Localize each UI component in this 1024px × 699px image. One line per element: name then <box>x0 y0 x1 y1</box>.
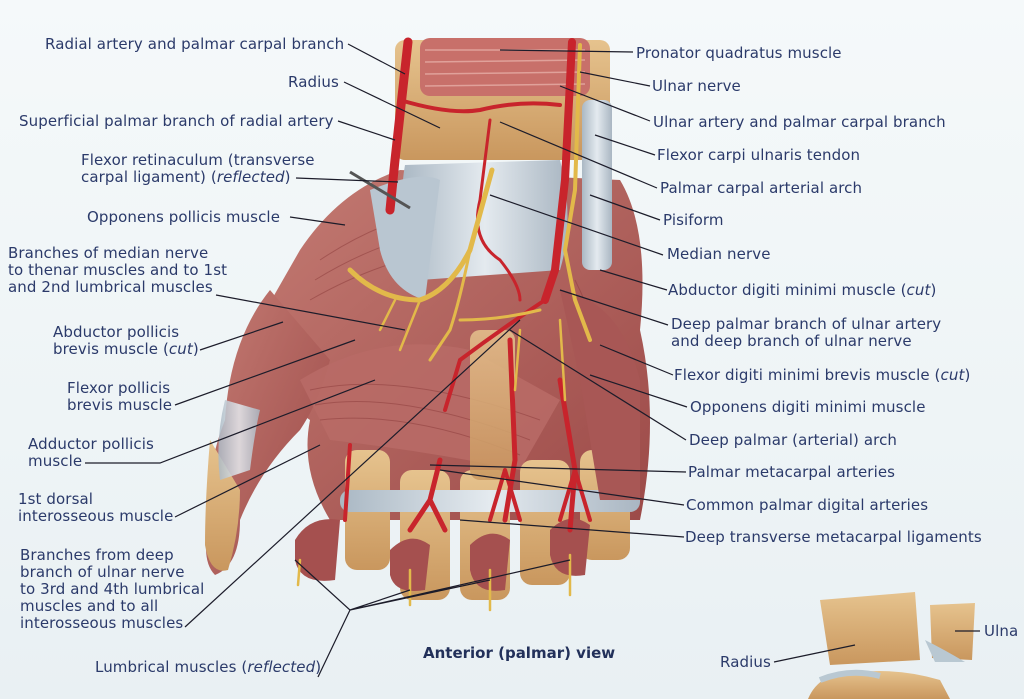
label-superficial-palmar-branch: Superficial palmar branch of radial arte… <box>19 112 334 130</box>
label-inset-radius: Radius <box>720 653 771 671</box>
label-opponens-pollicis: Opponens pollicis muscle <box>87 208 281 226</box>
label-palmar-metacarpal-arteries: Palmar metacarpal arteries <box>688 463 896 481</box>
label-flexor-digiti-minimi-brevis: Flexor digiti minimi brevis muscle (cut) <box>674 366 971 384</box>
leader-lines-right <box>429 49 688 538</box>
label-opponens-digiti-minimi: Opponens digiti minimi muscle <box>690 398 926 416</box>
deep-transverse-metacarpal-ligament <box>340 490 640 512</box>
label-flexor-pollicis-brevis: Flexor pollicis brevis muscle <box>67 379 173 414</box>
label-deep-transverse-metacarpal: Deep transverse metacarpal ligaments <box>685 528 982 546</box>
label-lumbrical-muscles: Lumbrical muscles (reflected) <box>95 658 322 676</box>
label-first-dorsal-interosseous: 1st dorsal interosseous muscle <box>18 490 174 525</box>
label-abductor-digiti-minimi: Abductor digiti minimi muscle (cut) <box>668 281 937 299</box>
label-palmar-carpal-arch: Palmar carpal arterial arch <box>660 179 863 197</box>
label-median-nerve: Median nerve <box>667 245 771 263</box>
inset-wrist-bones <box>773 592 980 699</box>
label-deep-palmar-arch: Deep palmar (arterial) arch <box>689 431 898 449</box>
figure-caption: Anterior (palmar) view <box>423 644 616 662</box>
flexor-retinaculum <box>370 100 612 300</box>
arteries <box>343 37 592 533</box>
retractor-probe <box>349 170 411 210</box>
label-pisiform: Pisiform <box>663 211 724 229</box>
label-abductor-pollicis-brevis: Abductor pollicis brevis muscle (cut) <box>53 323 199 358</box>
label-ulnar-nerve: Ulnar nerve <box>652 77 741 95</box>
label-flexor-carpi-ulnaris: Flexor carpi ulnaris tendon <box>657 146 861 164</box>
nerves <box>296 43 592 612</box>
label-flexor-retinaculum: Flexor retinaculum (transverse carpal li… <box>81 151 315 186</box>
label-common-palmar-digital: Common palmar digital arteries <box>686 496 929 514</box>
forearm <box>395 38 610 160</box>
label-median-nerve-branches: Branches of median nerve to thenar muscl… <box>8 244 228 296</box>
label-adductor-pollicis: Adductor pollicis muscle <box>28 435 154 470</box>
label-pronator-quadratus: Pronator quadratus muscle <box>636 44 842 62</box>
lumbrical-muscles <box>295 518 590 591</box>
label-radius: Radius <box>288 73 339 91</box>
label-ulnar-artery: Ulnar artery and palmar carpal branch <box>653 113 946 131</box>
label-radial-artery: Radial artery and palmar carpal branch <box>45 35 345 53</box>
hypothenar-muscles <box>560 290 640 500</box>
label-deep-palmar-branch: Deep palmar branch of ulnar artery and d… <box>671 315 942 350</box>
label-inset-ulna: Ulna <box>984 622 1019 640</box>
leader-lines-left <box>85 43 571 678</box>
label-ulnar-nerve-branches: Branches from deep branch of ulnar nerve… <box>20 546 205 632</box>
